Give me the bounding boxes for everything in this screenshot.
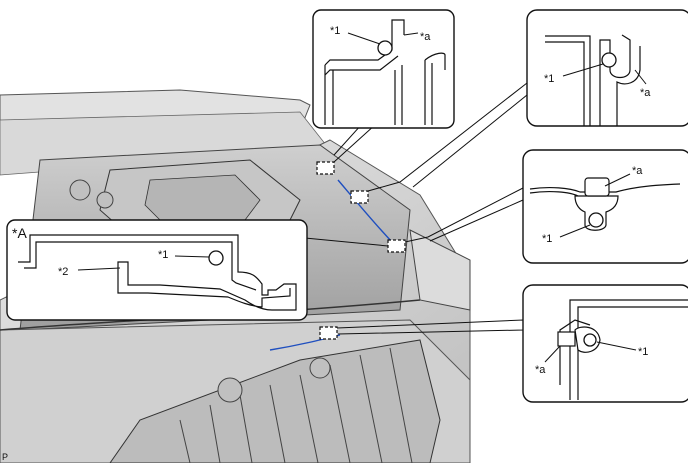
clip-marker-1 [316,161,335,175]
callout-label: *a [640,87,651,99]
callout-top-right: *1 *a [526,9,688,127]
inset-view-A: *A *1 *2 [6,219,308,321]
callout-label: *a [420,31,431,43]
clip-location-markers [316,161,406,340]
callout-top-center: *1 *a [312,9,455,129]
callout-label: *a [632,165,643,177]
inset-label: *2 [58,266,68,278]
callout-label: *a [535,364,546,376]
callout-middle-right: *a *1 [522,149,688,264]
inset-title: *A [12,225,27,241]
callout-label: *1 [542,233,552,245]
clip-marker-3 [387,239,406,253]
clip-marker-2 [350,190,369,204]
callout-label: *1 [638,346,648,358]
clip-marker-4 [319,326,338,340]
callout-label: *1 [330,25,340,37]
corner-code: P [2,452,8,462]
callout-bottom-right: *1 *a [522,284,688,403]
callout-label: *1 [544,73,554,85]
inset-label: *1 [158,249,168,261]
